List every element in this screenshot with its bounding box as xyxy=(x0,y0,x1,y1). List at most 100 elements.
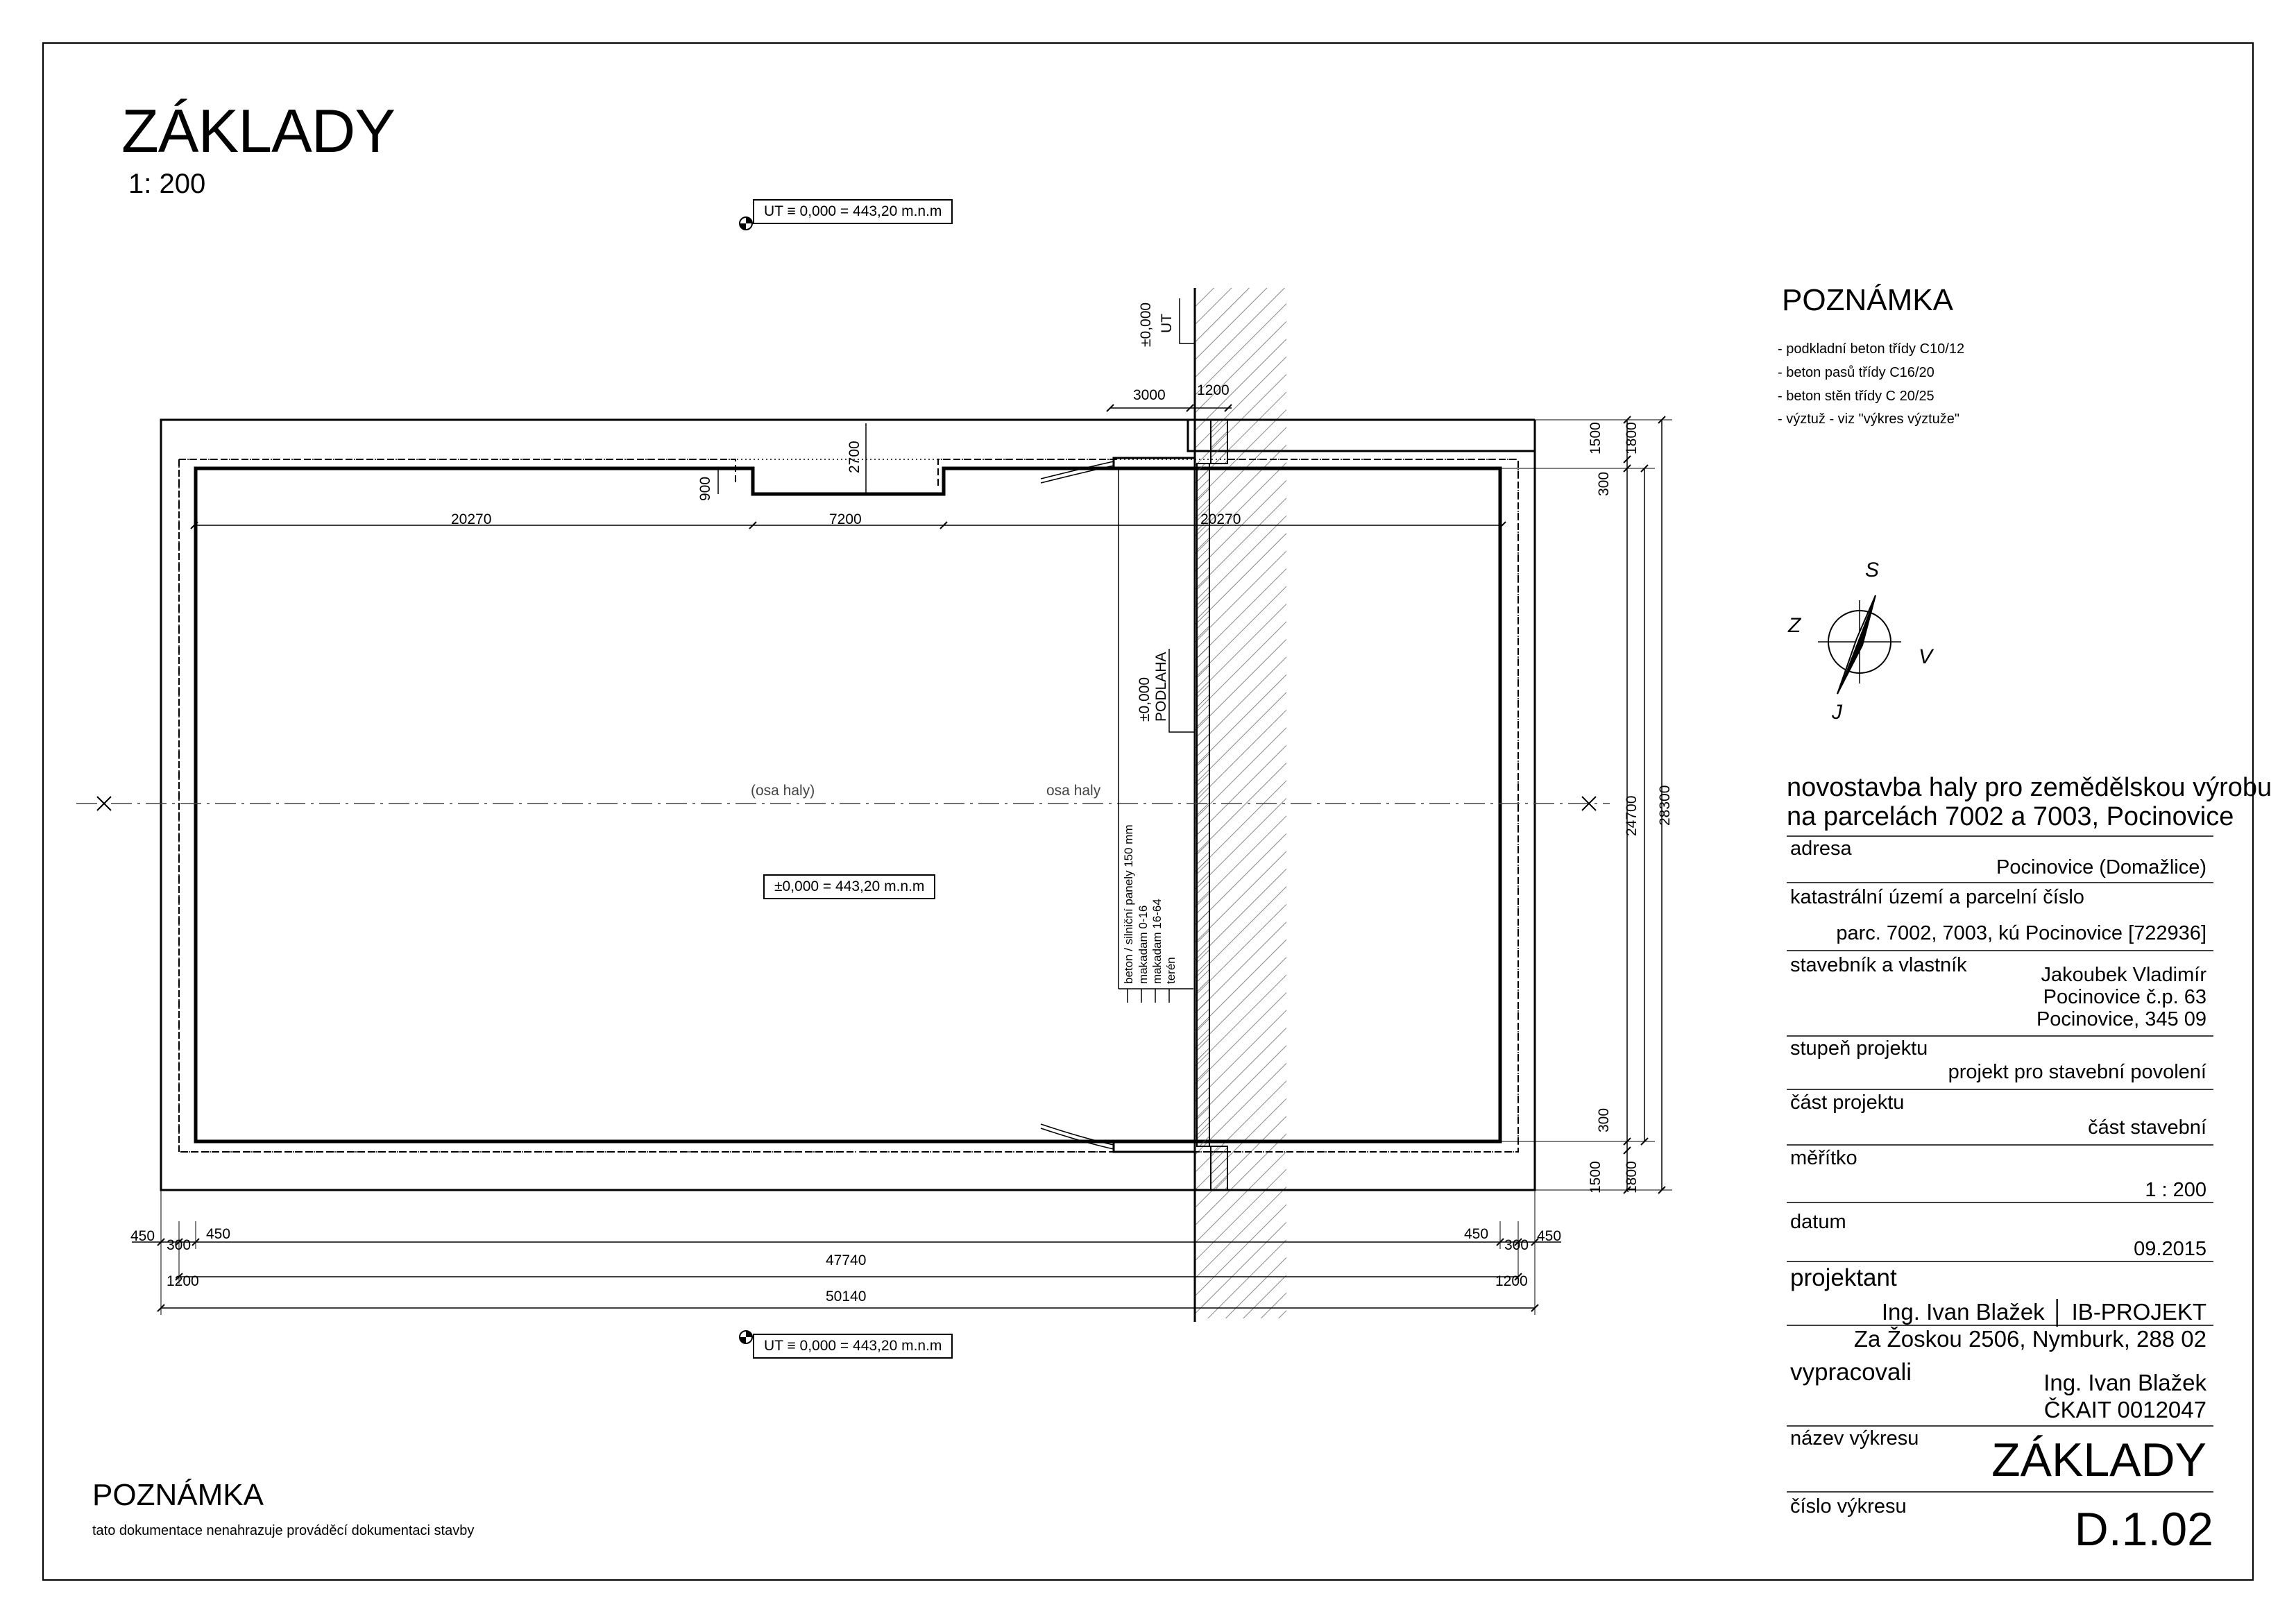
dim-1200-right: 1200 xyxy=(1495,1273,1528,1289)
right-wall-bottom-stub xyxy=(1210,1146,1228,1191)
notes-left-text: tato dokumentace nenahrazuje prováděcí d… xyxy=(92,1523,475,1538)
notes-right-item-1: - podkladní beton třídy C10/12 xyxy=(1778,341,1965,357)
layer-label-3: makadam 16-64 xyxy=(1150,899,1164,984)
tb-stupen-value: projekt pro stavební povolení xyxy=(1948,1061,2206,1083)
tb-stupen-label: stupeň projektu xyxy=(1790,1037,1928,1060)
floor-level-marker xyxy=(1168,649,1195,733)
north-arrow xyxy=(1818,595,1901,695)
axis-end-left xyxy=(96,796,112,811)
right-wall-band xyxy=(1196,463,1210,1147)
tb-katastr-label: katastrální území a parcelní číslo xyxy=(1790,886,2084,908)
compass-j: J xyxy=(1832,701,1842,724)
dim-2700: 2700 xyxy=(847,441,862,473)
dim-47740: 47740 xyxy=(826,1252,867,1268)
tb-stavebnik-line1: Jakoubek Vladimír xyxy=(2041,964,2206,986)
compass-s: S xyxy=(1865,559,1880,581)
dim-450-left-1: 450 xyxy=(130,1228,155,1244)
tb-nazev-value: ZÁKLADY xyxy=(1991,1434,2206,1486)
ut-level-name: UT xyxy=(1159,314,1175,333)
dim-450-left-2: 450 xyxy=(206,1226,231,1242)
datum-tag-top: UT ≡ 0,000 = 443,20 m.n.m xyxy=(753,199,953,224)
compass-v: V xyxy=(1919,645,1933,668)
tb-vypracovali-line1: Ing. Ivan Blažek xyxy=(2043,1370,2206,1395)
floor-level-name: PODLAHA xyxy=(1153,652,1169,722)
dim-300-bottom: 300 xyxy=(1596,1107,1612,1132)
notes-right-item-4: - výztuž - viz "výkres výztuže" xyxy=(1778,411,1960,427)
dim-450-right-1: 450 xyxy=(1464,1226,1489,1242)
foundation-outer xyxy=(160,418,1536,1191)
door-swing-bottom xyxy=(1040,1123,1114,1150)
tb-stavebnik-line3: Pocinovice, 345 09 xyxy=(2036,1008,2206,1030)
tb-project-line2: na parcelách 7002 a 7003, Pocinovice xyxy=(1787,802,2234,831)
dim-450-right-2: 450 xyxy=(1537,1228,1562,1244)
axis-label-right: osa haly xyxy=(1046,783,1101,799)
tb-nazev-label: název výkresu xyxy=(1790,1427,1919,1450)
layer-label-2: makadam 0-16 xyxy=(1137,905,1150,984)
tb-projektant-line2: Za Žoskou 2506, Nymburk, 288 02 xyxy=(1853,1326,2206,1352)
floor-level-value: ±0,000 xyxy=(1137,677,1153,722)
sheet-frame xyxy=(42,42,2254,1581)
dim-28300: 28300 xyxy=(1657,785,1673,826)
dim-7200: 7200 xyxy=(829,511,862,527)
dim-bottom-ext xyxy=(160,1190,1536,1315)
tb-cislo-label: číslo výkresu xyxy=(1790,1495,1907,1518)
door-swing-top xyxy=(1040,461,1114,484)
tb-cast-label: část projektu xyxy=(1790,1091,1905,1114)
notes-right-item-2: - beton pasů třídy C16/20 xyxy=(1778,365,1934,380)
inner-wall-outline xyxy=(194,466,1502,1144)
datum-tag-bottom: UT ≡ 0,000 = 443,20 m.n.m xyxy=(753,1334,953,1359)
layer-label-4: terén xyxy=(1164,957,1177,984)
drawing-scale: 1: 200 xyxy=(128,169,206,199)
tb-vypracovali-label: vypracovali xyxy=(1790,1359,1912,1386)
strip-footing-band xyxy=(178,459,1519,1153)
title-block-lines xyxy=(1787,835,2213,1493)
dim-24700: 24700 xyxy=(1624,795,1640,836)
dim-300-left: 300 xyxy=(167,1237,192,1253)
axis-end-right xyxy=(1581,796,1597,811)
dim-top-ticks xyxy=(190,521,1506,529)
dim-1800-top: 1800 xyxy=(1624,422,1640,454)
tb-projektant-label: projektant xyxy=(1790,1264,1897,1291)
compass-z: Z xyxy=(1788,614,1801,637)
tb-cislo-value: D.1.02 xyxy=(2074,1503,2213,1556)
datum-symbol-bottom xyxy=(739,1330,753,1344)
dim-1500-top: 1500 xyxy=(1588,422,1604,454)
tb-katastr-value: parc. 7002, 7003, kú Pocinovice [722936] xyxy=(1836,922,2206,944)
dim-50140: 50140 xyxy=(826,1289,867,1305)
dim-3000: 3000 xyxy=(1133,387,1166,403)
tb-stavebnik-line2: Pocinovice č.p. 63 xyxy=(2043,986,2206,1008)
dim-20270-left: 20270 xyxy=(451,511,492,527)
dim-3000-ticks xyxy=(1106,404,1232,412)
dim-900: 900 xyxy=(697,476,713,501)
notes-right-heading: POZNÁMKA xyxy=(1782,283,1953,317)
tb-project-line1: novostavba haly pro zemědělskou výrobu xyxy=(1787,773,2272,802)
notes-left-heading: POZNÁMKA xyxy=(92,1478,264,1512)
tb-datum-label: datum xyxy=(1790,1211,1846,1233)
dim-1200-top: 1200 xyxy=(1197,382,1230,398)
axis-label-left: (osa haly) xyxy=(751,783,815,799)
ut-level-value: ±0,000 xyxy=(1138,302,1154,347)
door-bottom xyxy=(1112,1141,1196,1153)
ut-level-marker xyxy=(1179,298,1195,344)
tb-adresa-label: adresa xyxy=(1790,838,1852,860)
dim-300-top: 300 xyxy=(1596,471,1612,496)
dim-20270-right: 20270 xyxy=(1200,511,1241,527)
datum-tag-floor: ±0,000 = 443,20 m.n.m xyxy=(763,874,936,899)
tb-cast-value: část stavební xyxy=(2088,1116,2206,1139)
dim-1500-bottom: 1500 xyxy=(1588,1161,1604,1193)
drawing-title: ZÁKLADY xyxy=(121,96,396,165)
tb-stavebnik-label: stavebník a vlastník xyxy=(1790,954,1967,976)
tb-projektant-line1: Ing. Ivan Blažek │ IB-PROJEKT xyxy=(1881,1299,2206,1325)
strip-footing-dashed xyxy=(178,459,1519,1153)
notes-right-item-3: - beton stěn třídy C 20/25 xyxy=(1778,389,1934,404)
right-wall-top-stub xyxy=(1210,419,1228,464)
tb-meritko-value: 1 : 200 xyxy=(2145,1179,2206,1201)
dim-1200-left: 1200 xyxy=(167,1273,199,1289)
door-top xyxy=(1112,457,1196,469)
layer-ticks xyxy=(1127,989,1170,1003)
dim-300-right: 300 xyxy=(1504,1237,1529,1253)
tb-vypracovali-line2: ČKAIT 0012047 xyxy=(2043,1397,2206,1422)
datum-symbol-top xyxy=(739,216,753,230)
